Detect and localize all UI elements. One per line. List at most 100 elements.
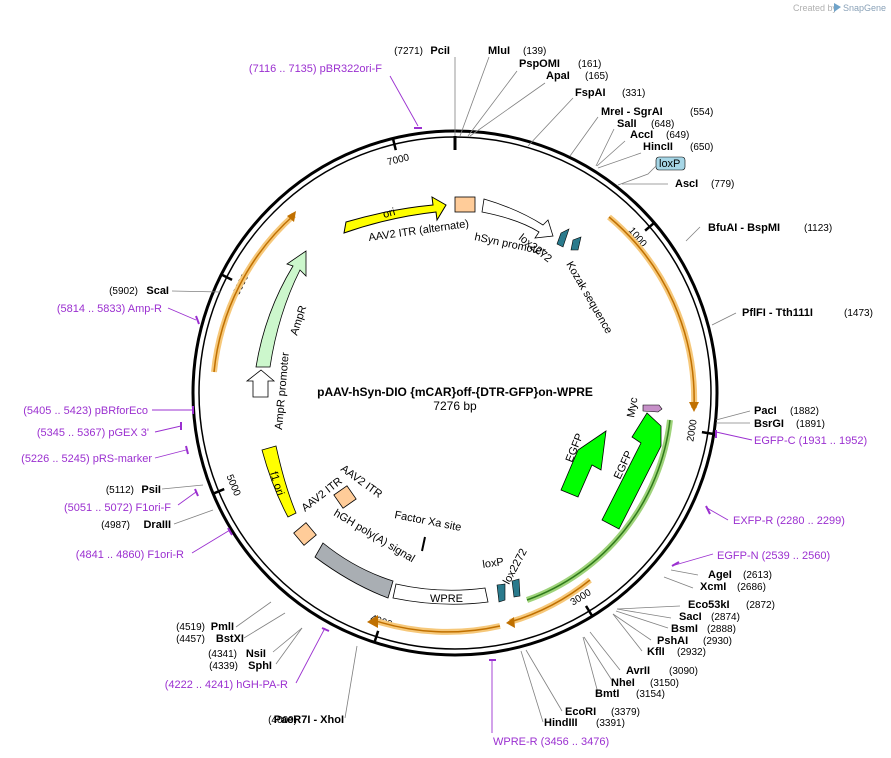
wpre-feature[interactable] [392, 583, 489, 605]
site-leader [469, 82, 546, 137]
aav2-itr-alternate-feature[interactable] [454, 196, 476, 213]
primer-label[interactable]: WPRE-R (3456 .. 3476) [493, 736, 609, 748]
site-leader [663, 576, 694, 589]
site-label[interactable]: NheI [611, 677, 635, 689]
site-label[interactable]: PciI [430, 45, 450, 57]
site-leader [616, 608, 672, 619]
scale-tick [644, 221, 656, 232]
site-label[interactable]: PacI [754, 405, 777, 417]
primer-label[interactable]: (5051 .. 5072) F1ori-F [64, 502, 171, 514]
scale-tick-label: 5000 [224, 473, 243, 498]
site-label[interactable]: AscI [675, 178, 698, 190]
site-leader [527, 97, 574, 147]
site-label[interactable]: MreI - SgrAI [601, 106, 663, 118]
egfp-feature-2[interactable] [601, 412, 662, 530]
orf-arc-left-line [213, 214, 295, 373]
primer-leader [167, 307, 197, 321]
egfp-feature[interactable] [560, 430, 607, 498]
primer-tick [195, 315, 200, 325]
site-label[interactable]: BmtI [595, 688, 619, 700]
site-leader [520, 650, 544, 723]
site-label[interactable]: PshAI [657, 635, 688, 647]
site-position: (3391) [596, 718, 625, 729]
ori-feature[interactable] [343, 196, 447, 234]
lox2272-feature[interactable] [556, 228, 570, 248]
ampr-promoter-feature[interactable] [245, 369, 276, 398]
primer-label[interactable]: EGFP-C (1931 .. 1952) [754, 435, 867, 447]
site-label[interactable]: BfuAI - BspMI [708, 222, 780, 234]
loxp-feature[interactable] [496, 583, 506, 603]
site-label[interactable]: PaeR7I - XhoI [274, 714, 344, 726]
site-label[interactable]: HindIII [544, 717, 578, 729]
primer-tick [705, 505, 711, 515]
site-position: (331) [622, 88, 645, 99]
site-position: (2930) [703, 636, 732, 647]
scale-tick [701, 430, 714, 436]
primer-tick [185, 445, 189, 455]
site-position: (2686) [737, 582, 766, 593]
site-label[interactable]: XcmI [700, 581, 726, 593]
primer-label[interactable]: (5405 .. 5423) pBRforEco [23, 405, 148, 417]
site-label[interactable]: ScaI [146, 285, 169, 297]
primer-label[interactable]: EXFP-R (2280 .. 2299) [733, 515, 845, 527]
scale-tick-label: 7000 [386, 152, 411, 168]
credit-brand[interactable]: SnapGene [843, 3, 886, 13]
hgh-polya-feature[interactable] [314, 542, 394, 599]
site-label[interactable]: SacI [679, 611, 702, 623]
site-leaders [161, 56, 751, 723]
primer-label[interactable]: (5345 .. 5367) pGEX 3' [37, 427, 149, 439]
site-label[interactable]: AccI [630, 129, 653, 141]
primer-label[interactable]: (5814 .. 5833) Amp-R [57, 303, 162, 315]
hsyn-promoter-feature[interactable] [481, 198, 554, 239]
primer-leader [715, 431, 753, 441]
primer-label[interactable]: (7116 .. 7135) pBR322ori-F [249, 63, 382, 75]
site-label[interactable]: BstXI [216, 633, 244, 645]
f1-ori-feature[interactable] [261, 445, 297, 518]
site-position: (2932) [677, 647, 706, 658]
factor-xa-feature[interactable] [421, 536, 426, 552]
site-label[interactable]: DraIII [143, 519, 171, 531]
site-leader [685, 226, 701, 242]
lox2272-feature-2[interactable] [511, 578, 521, 598]
site-label[interactable]: BsrGI [754, 418, 784, 430]
orf-arc-green-line [526, 419, 671, 601]
site-label[interactable]: NsiI [246, 648, 266, 660]
site-label[interactable]: FspAI [575, 87, 606, 99]
ampr-feature[interactable] [255, 250, 307, 368]
site-label[interactable]: MluI [488, 45, 510, 57]
site-leader [161, 484, 204, 490]
plasmid-name: pAAV-hSyn-DIO {mCAR}off-{DTR-GFP}on-WPRE [317, 385, 593, 399]
primer-label[interactable]: (4222 .. 4241) hGH-PA-R [165, 679, 288, 691]
site-leader [615, 610, 669, 629]
site-label[interactable]: PflFI - Tth111I [742, 307, 813, 319]
credit-prefix: Created by [793, 3, 838, 13]
site-position: (4341) [208, 649, 237, 660]
primer-label[interactable]: EGFP-N (2539 .. 2560) [717, 550, 830, 562]
site-label[interactable]: AvrII [626, 665, 650, 677]
primer-leader [706, 507, 729, 521]
site-label[interactable]: AgeI [708, 569, 732, 581]
site-label[interactable]: EcoRI [565, 706, 596, 718]
aav2-itr-feature[interactable] [333, 485, 357, 509]
site-label[interactable]: BsmI [671, 623, 698, 635]
feature-shapes [245, 196, 663, 605]
site-label[interactable]: PspOMI [519, 58, 560, 70]
scale-tick [373, 630, 380, 643]
site-label[interactable]: KflI [647, 646, 665, 658]
site-leader [670, 569, 699, 576]
site-label[interactable]: PmlI [211, 621, 234, 633]
site-position: (2888) [707, 624, 736, 635]
aav2-itr-feature-2[interactable] [293, 522, 317, 546]
site-label[interactable]: ApaI [546, 70, 570, 82]
primer-label[interactable]: (5226 .. 5245) pRS-marker [21, 453, 152, 465]
myc-feature[interactable] [642, 404, 663, 413]
site-leader [582, 636, 599, 694]
site-label[interactable]: HincII [643, 141, 673, 153]
site-label[interactable]: PsiI [141, 484, 161, 496]
site-label[interactable]: SphI [248, 660, 272, 672]
site-position: (779) [711, 179, 734, 190]
site-label[interactable]: Eco53kI [688, 599, 730, 611]
primer-label[interactable]: (4841 .. 4860) F1ori-R [76, 549, 184, 561]
site-label[interactable]: SalI [617, 118, 637, 130]
kozak-sequence-feature[interactable] [570, 236, 582, 251]
